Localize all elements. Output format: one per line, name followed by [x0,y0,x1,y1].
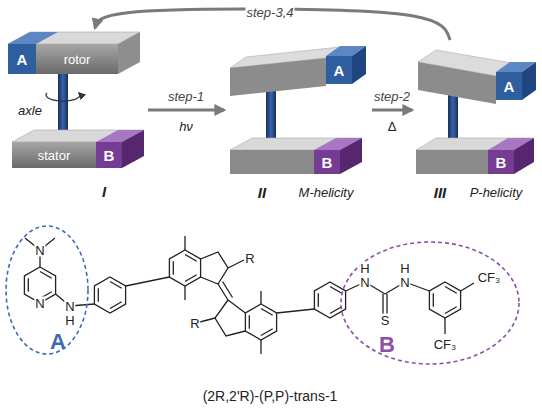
figure-part [418,62,496,104]
dashed-ellipse [340,241,520,365]
step-label: step-1 [168,90,204,103]
figure-part [200,318,215,322]
light-symbol: hν [179,120,193,133]
figure-part [429,282,460,318]
figure-part [230,138,362,150]
figure-part [94,277,125,313]
figure-part [126,277,170,286]
figure-part [346,282,430,294]
figure-part [201,252,228,284]
figure-part [184,236,185,300]
axle-label: axle [18,104,42,117]
atom-label: H [64,314,75,327]
figure-part [118,32,140,74]
figure-part [245,304,276,340]
group-ellipse: B [340,241,520,365]
atom-label: CF₃ [477,271,502,284]
atom-label: R [189,317,200,330]
motor-state: II M-helicity A B [224,40,372,202]
step-label: step-3,4 [246,6,295,19]
block-label: A [334,63,345,78]
heat-symbol: Δ [388,120,397,133]
figure-part [12,130,144,142]
rotor-end-block: A [8,44,36,74]
figure-part [416,138,534,150]
figure-part [266,88,276,144]
figure-part [383,294,387,314]
figure-part [228,260,244,268]
rotor-end-block: A [496,72,522,100]
atom-label: H [359,262,370,275]
figure-part [448,94,458,144]
compound-caption: (2R,2'R)-(P,P)-trans-1 [202,389,339,403]
node-label: I [102,184,106,199]
motor-state: III P-helicity A B [412,40,540,202]
node-label: II [258,185,266,200]
figure-part [416,150,488,174]
stator-end-block: B [96,142,122,168]
atom-label: N [359,276,370,289]
atom-label: N [399,276,410,289]
step-label: step-2 [374,90,410,103]
motor-one-figure [8,32,144,168]
figure-part [46,93,80,101]
block-label: A [504,79,515,94]
figure-part [340,138,362,174]
atom-label: CF₃ [433,338,458,351]
node-label: M-helicity [299,186,354,199]
figure-part [277,309,315,313]
stator-end-block: B [488,150,514,174]
rotor-block: rotor [36,44,118,74]
dashed-ellipse-outline [6,226,88,354]
atom-label: N [34,297,45,310]
atom-label: N [64,300,75,313]
group-ellipse: A [5,225,89,355]
atom-label: S [380,314,391,327]
atom-label: R [244,252,255,265]
block-label: stator [38,149,71,162]
block-label: A [17,52,28,67]
figure-part [445,283,474,334]
block-label: B [496,155,507,170]
stator-end-block: B [314,150,340,174]
connector-layer [95,9,450,110]
step-arrow [148,108,224,111]
atom-label: H [399,262,410,275]
atom-label: N [34,244,45,257]
figure-part [25,238,55,267]
figure-part [8,32,58,44]
stator-block: stator [12,142,96,168]
node-label: B [379,334,395,356]
figure-part [352,46,366,84]
figure-part [215,300,245,336]
block-label: B [322,155,333,170]
dashed-ellipse [5,225,89,355]
rotor-end-block: A [326,56,352,84]
figure-part [122,130,144,168]
motor-three-figure [416,50,536,174]
figure-part [8,32,140,44]
figure-part [230,150,314,174]
molecule-structure [24,236,474,354]
figure-part [522,62,536,100]
figure-part [260,291,261,354]
figure-part [218,282,233,301]
figure-part [58,70,68,136]
step-arrow [372,108,412,111]
figure-part [169,250,200,286]
block-label: B [104,148,115,163]
figure-part [514,138,534,174]
node-label: A [50,331,66,353]
node-label: P-helicity [470,186,523,199]
block-label: rotor [64,53,91,66]
dashed-ellipse-outline [341,242,519,364]
motor-two-figure [230,46,366,174]
figure-part [230,58,326,96]
node-label: III [434,185,447,200]
